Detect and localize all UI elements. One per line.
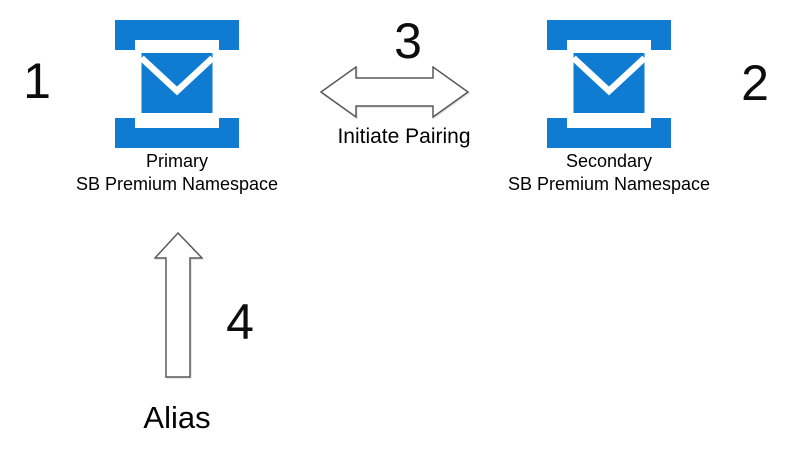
step-number-3: 3 bbox=[394, 13, 422, 69]
alias-label: Alias bbox=[143, 400, 211, 435]
secondary-namespace-title: Secondary bbox=[565, 151, 653, 171]
primary-namespace-node: Primary SB Premium Namespace bbox=[76, 20, 278, 194]
initiate-pairing-label: Initiate Pairing bbox=[337, 125, 471, 148]
service-bus-namespace-icon bbox=[547, 20, 671, 148]
secondary-namespace-node: Secondary SB Premium Namespace bbox=[508, 20, 710, 194]
primary-namespace-label: Primary SB Premium Namespace bbox=[47, 150, 307, 196]
primary-namespace-subtitle: SB Premium Namespace bbox=[75, 174, 279, 194]
primary-namespace-title: Primary bbox=[146, 151, 208, 171]
step-number-4: 4 bbox=[226, 294, 254, 350]
step-number-1: 1 bbox=[23, 53, 51, 109]
step-number-2: 2 bbox=[741, 55, 769, 111]
secondary-namespace-label: Secondary SB Premium Namespace bbox=[479, 150, 739, 196]
pairing-double-arrow-icon bbox=[320, 66, 470, 119]
service-bus-namespace-icon bbox=[115, 20, 239, 148]
secondary-namespace-subtitle: SB Premium Namespace bbox=[507, 174, 711, 194]
alias-up-arrow-icon bbox=[154, 232, 203, 378]
